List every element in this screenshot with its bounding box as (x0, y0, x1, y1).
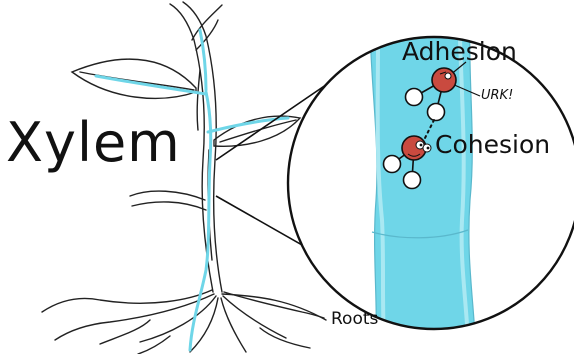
branch-left (130, 191, 205, 200)
plant (42, 2, 326, 354)
exclamation-label: URK! (481, 89, 513, 102)
adhesion-label: Adhesion (402, 39, 517, 64)
diagram-title: Xylem (6, 116, 181, 170)
leaf-upper-left (72, 59, 196, 98)
root-system (42, 290, 326, 354)
roots-label: Roots (331, 311, 378, 328)
magnified-view (288, 20, 574, 354)
cohesion-label: Cohesion (435, 132, 550, 157)
